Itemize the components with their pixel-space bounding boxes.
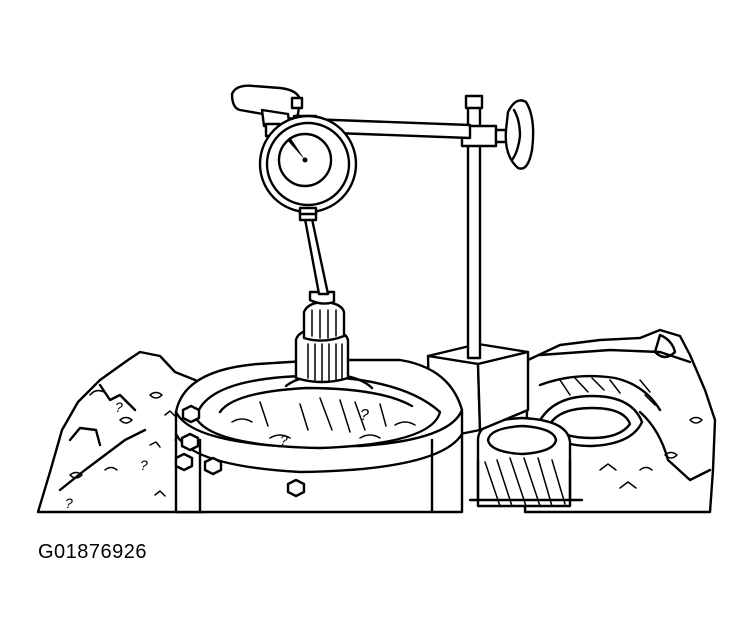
dial-indicator	[260, 116, 356, 214]
helical-gear	[470, 418, 582, 506]
indicator-stem	[300, 206, 328, 294]
svg-text:?: ?	[360, 407, 369, 424]
figure-code: G01876926	[38, 541, 148, 563]
pump-housing: ? ?	[176, 360, 462, 512]
svg-text:?: ?	[115, 399, 123, 415]
svg-text:?: ?	[65, 495, 73, 511]
svg-text:?: ?	[280, 432, 288, 448]
splined-shaft	[296, 292, 348, 382]
transmission-case-right	[525, 330, 715, 512]
lock-knob	[506, 100, 533, 168]
dial-needle	[287, 137, 305, 160]
svg-text:?: ?	[140, 457, 148, 473]
